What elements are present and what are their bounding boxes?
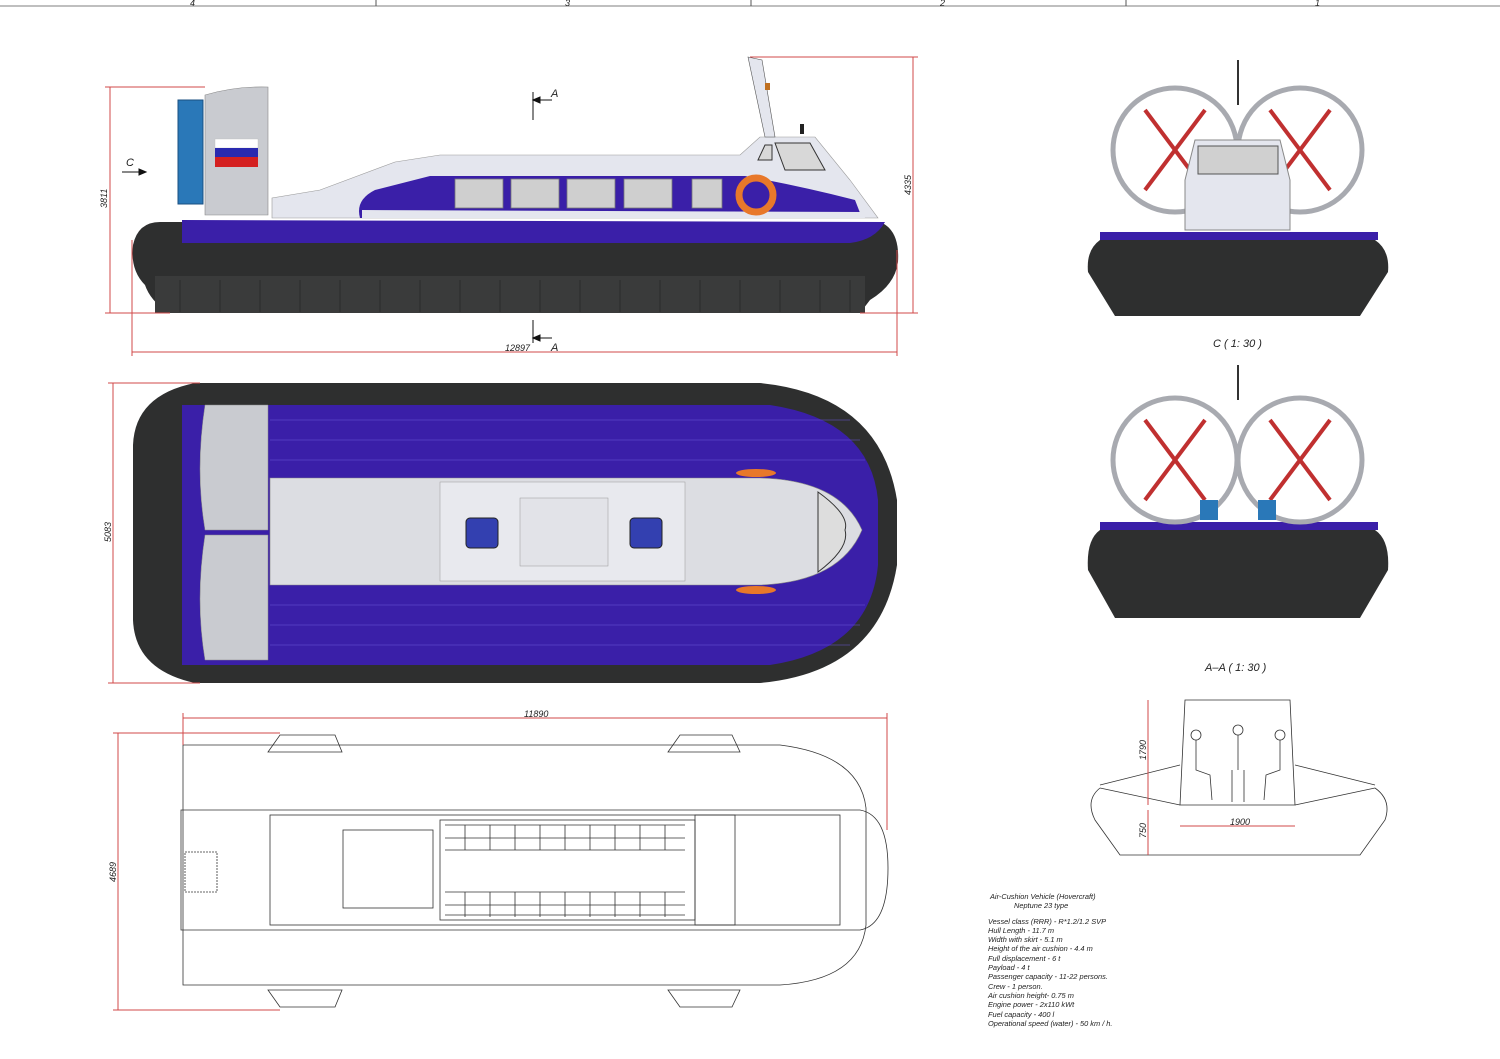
plan-view: 11890 4689	[108, 709, 889, 1011]
hull-band	[182, 220, 885, 243]
zone-2: 2	[939, 0, 945, 8]
spec-line: Crew - 1 person.	[988, 981, 1043, 991]
dim-cushion-height-750: 750	[1138, 823, 1148, 838]
spec-line: Payload - 4 t	[988, 963, 1030, 973]
spec-line: Air cushion height- 0.75 m	[988, 990, 1074, 1000]
skirt-rear	[1087, 530, 1389, 618]
front-view-c: C ( 1: 30 )	[1087, 60, 1389, 350]
top-view: 5083	[103, 382, 897, 684]
dim-cabin-height-1790: 1790	[1138, 740, 1148, 760]
specs-subtitle: Neptune 23 type	[1014, 901, 1069, 911]
life-ring-icon	[735, 174, 777, 216]
fan-right	[1235, 395, 1365, 525]
spec-line: Vessel class (RRR) - R*1.2/1.2 SVP	[988, 916, 1107, 926]
zone-1: 1	[1315, 0, 1320, 8]
dim-height-4335: 4335	[903, 174, 913, 195]
fan-duct-top	[199, 534, 269, 661]
dim-floor-width-1900: 1900	[1230, 817, 1250, 827]
skirt-front	[1087, 240, 1389, 316]
section-marker-a-bottom: A	[550, 342, 558, 354]
fan-duct-top	[199, 404, 269, 531]
spec-line: Operational speed (water) - 50 km / h.	[988, 1018, 1113, 1028]
passenger-figures	[1190, 724, 1286, 802]
dim-length-11890: 11890	[524, 709, 548, 719]
dim-height-3811: 3811	[99, 189, 109, 208]
roof-hatch	[465, 517, 499, 549]
roof-hatch	[629, 517, 663, 549]
spec-line: Passenger capacity - 11-22 persons.	[988, 972, 1108, 982]
view-marker-c: C	[126, 157, 134, 169]
section-a-a: 1790 750 1900	[1090, 699, 1388, 856]
passenger-seats	[445, 824, 685, 917]
cockpit-window	[774, 142, 826, 171]
spec-line: Full displacement - 6 t	[988, 953, 1061, 963]
specs-title: Air-Cushion Vehicle (Hovercraft)	[990, 892, 1096, 901]
rudder-screen	[177, 99, 204, 205]
zone-3: 3	[565, 0, 570, 8]
zone-4: 4	[190, 0, 195, 8]
life-ring-icon	[736, 586, 776, 594]
dim-length-12897: 12897	[505, 343, 531, 353]
section-view-title: A–A ( 1: 30 )	[1204, 662, 1267, 674]
spec-line: Height of the air cushion - 4.4 m	[988, 944, 1093, 954]
specifications-block: Air-Cushion Vehicle (Hovercraft) Neptune…	[988, 892, 1112, 1028]
life-ring-icon	[736, 469, 776, 477]
spec-line: Fuel capacity - 400 l	[988, 1009, 1055, 1019]
mast	[747, 56, 776, 138]
spec-line: Hull Length - 11.7 m	[988, 925, 1055, 935]
dim-width-5083: 5083	[103, 522, 113, 542]
russian-flag-icon	[214, 138, 259, 167]
dim-width-4689: 4689	[108, 862, 118, 882]
section-marker-a-top: A	[550, 88, 558, 100]
rear-view: A–A ( 1: 30 )	[1087, 365, 1389, 674]
spec-line: Engine power - 2x110 kWt	[988, 1000, 1075, 1010]
front-view-title: C ( 1: 30 )	[1213, 338, 1262, 350]
passenger-windows	[454, 178, 723, 209]
side-view: 3811 4335 12897 A A C	[99, 56, 918, 356]
spec-line: Width with skirt - 5.1 m	[988, 935, 1063, 945]
sheet-frame: 4 3 2 1	[0, 0, 1500, 8]
